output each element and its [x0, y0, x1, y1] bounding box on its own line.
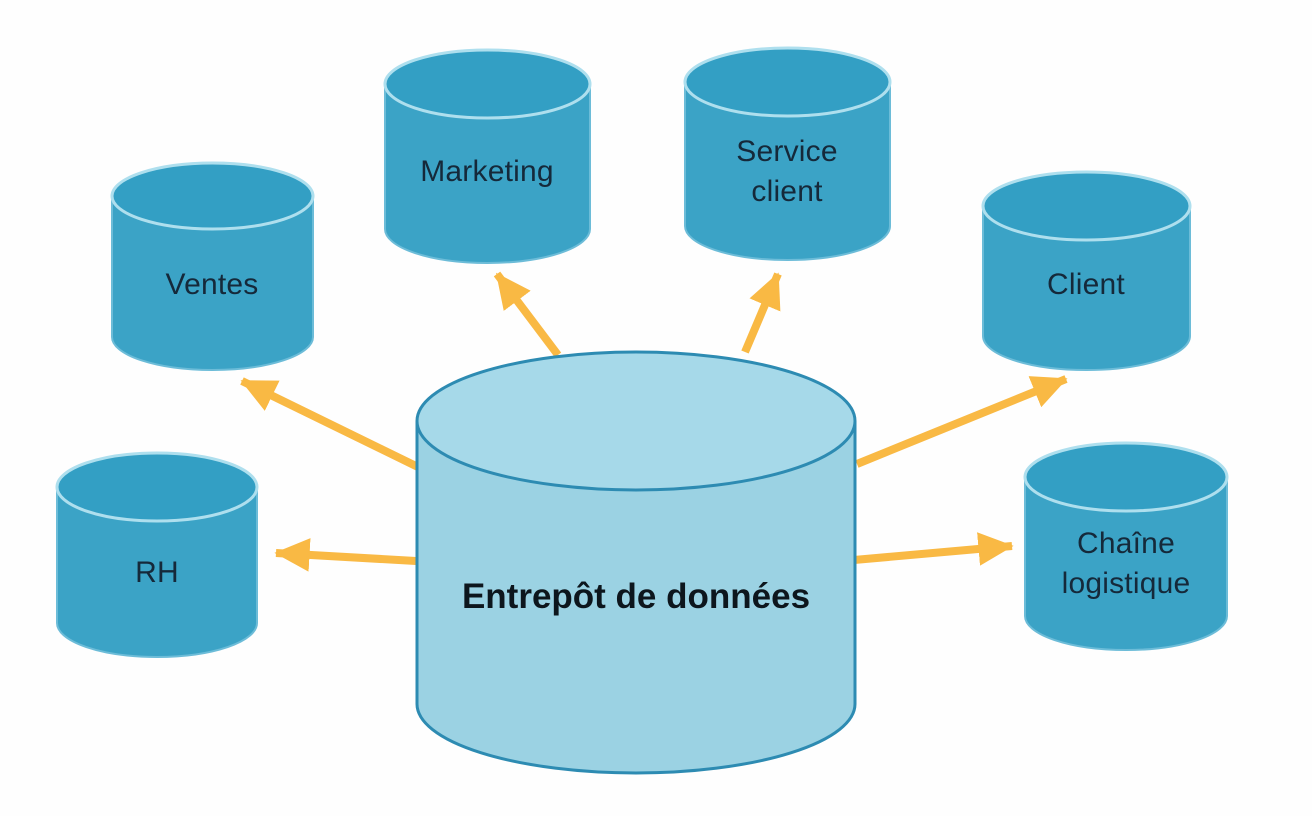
arrow-center-to-service-client	[741, 272, 782, 354]
marketing-cylinder	[383, 48, 592, 264]
node-label-rh: RH	[135, 556, 179, 589]
node-label-chaine-logistique: Chaîne logistique	[1061, 527, 1191, 600]
entrepot-de-donnees-cylinder	[415, 350, 857, 775]
edges-group	[240, 271, 1068, 572]
service-client-cylinder	[683, 46, 892, 261]
arrow-center-to-chaine-logistique	[853, 532, 1014, 566]
ventes-cylinder	[110, 161, 315, 371]
arrow-center-to-ventes	[240, 377, 422, 472]
node-label-client: Client	[1047, 268, 1125, 301]
arrow-center-to-rh	[274, 538, 417, 572]
chaine-logistique-cylinder	[1023, 441, 1229, 651]
arrow-center-to-client	[855, 375, 1068, 468]
node-label-marketing: Marketing	[420, 155, 554, 188]
node-label-service-client: Service client	[736, 135, 838, 208]
rh-cylinder	[55, 451, 259, 658]
client-cylinder	[981, 170, 1192, 371]
node-label-ventes: Ventes	[165, 268, 259, 301]
center-node-label: Entrepôt de données	[461, 577, 811, 616]
arrow-center-to-marketing	[493, 271, 562, 358]
